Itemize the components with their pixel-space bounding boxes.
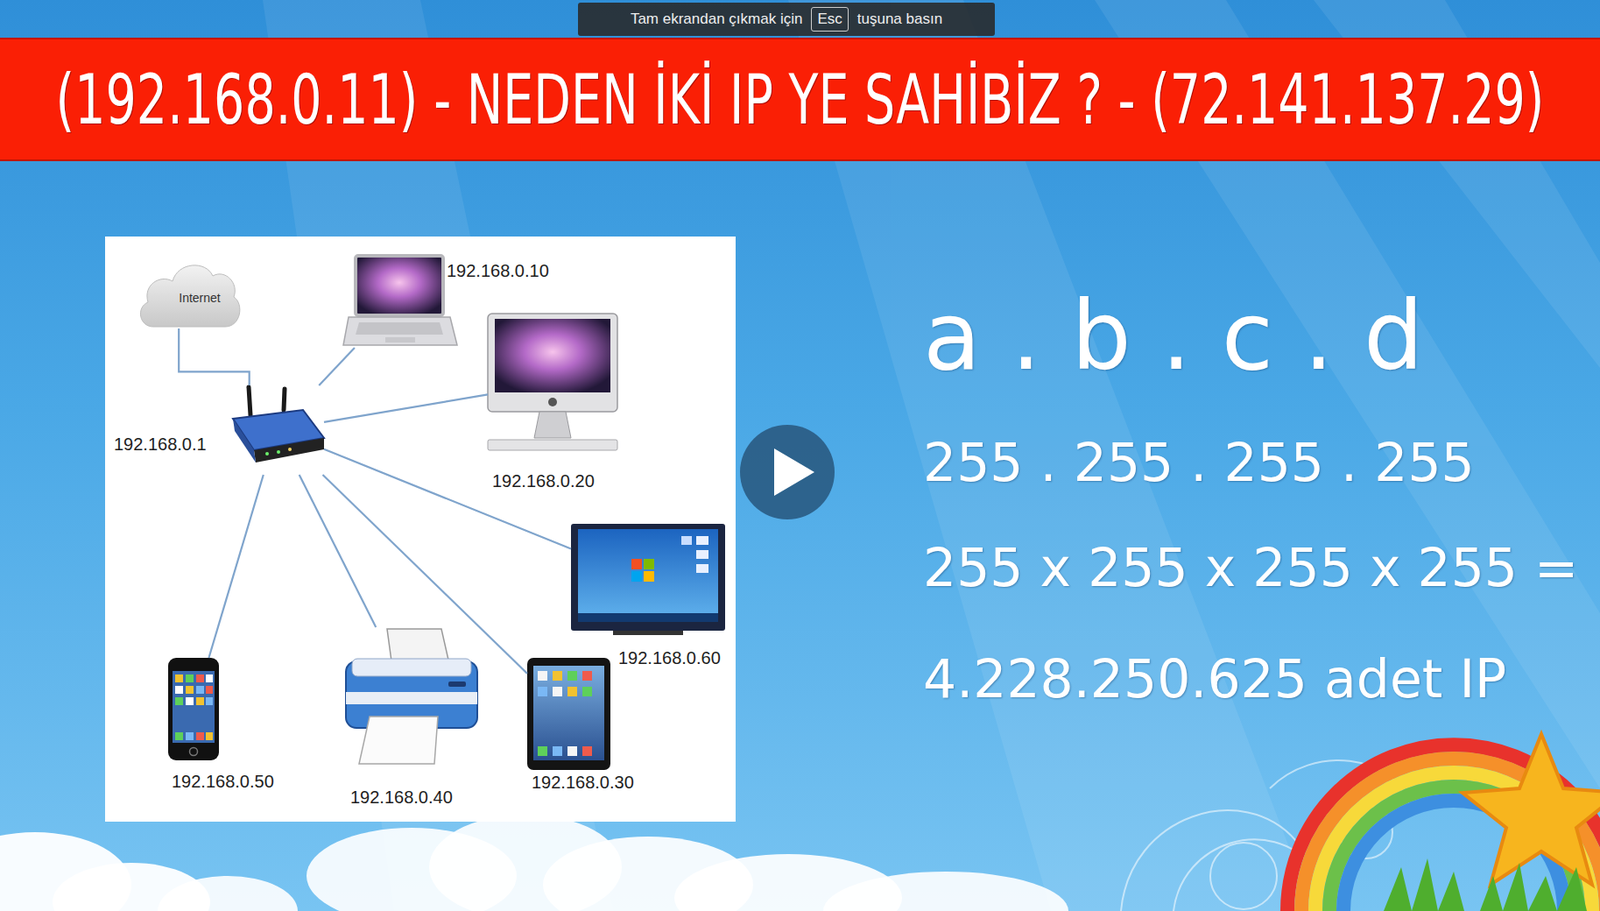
octet-max: 255 . 255 . 255 . 255 <box>923 432 1475 494</box>
white-panel <box>105 236 736 822</box>
printer-node: 192.168.0.40 <box>341 627 480 766</box>
cloud-label: Internet <box>178 290 220 305</box>
network-cable <box>299 474 377 628</box>
laptop-icon <box>343 255 458 346</box>
network-cable <box>324 449 571 550</box>
imac-node: 192.168.0.20 <box>487 313 618 454</box>
ip-address-label: 192.168.0.30 <box>531 772 635 793</box>
fullscreen-hint: Tam ekrandan çıkmak için Esc tuşuna basın <box>577 2 995 36</box>
ip-format: a . b . c . d <box>923 281 1424 391</box>
phone-node: 192.168.0.50 <box>168 657 219 761</box>
ip-address-label: 192.168.0.10 <box>446 260 550 282</box>
internet-cloud: Internet <box>135 254 241 329</box>
title-text: (192.168.0.11) - NEDEN İKİ IP YE SAHİBİZ… <box>56 64 1545 134</box>
star <box>1462 733 1600 885</box>
monitor-node: 192.168.0.60 <box>570 523 726 636</box>
iphone-icon <box>168 657 219 761</box>
ip-address-label: 192.168.0.1 <box>113 434 207 455</box>
windows-monitor-icon <box>570 523 726 635</box>
router-icon <box>232 387 325 463</box>
play-button <box>740 424 835 520</box>
laptop-node: 192.168.0.10 <box>341 253 458 348</box>
ip-address-label: 192.168.0.40 <box>350 787 453 808</box>
network-cable <box>324 394 488 422</box>
ip-count-formula: 255 x 255 x 255 x 255 = <box>923 537 1579 599</box>
network-cable <box>178 328 249 386</box>
tablet-node: 192.168.0.30 <box>527 657 611 770</box>
bottom-clouds <box>0 814 1069 911</box>
ip-address-label: 192.168.0.50 <box>171 771 275 792</box>
grass <box>1383 858 1587 911</box>
ipad-icon <box>527 657 611 770</box>
network-cable <box>322 474 528 674</box>
ip-address-label: 192.168.0.20 <box>492 471 595 492</box>
network-cable <box>208 474 263 658</box>
hint-text: tuşuna basın <box>857 10 943 29</box>
hint-text: Tam ekrandan çıkmak için <box>630 10 804 29</box>
network-cable <box>318 347 355 386</box>
router-node: 192.168.0.1 <box>229 385 325 475</box>
title-banner: (192.168.0.11) - NEDEN İKİ IP YE SAHİBİZ… <box>0 37 1600 162</box>
ip-count-result: 4.228.250.625 adet IP <box>923 648 1507 710</box>
key-cap: Esc <box>810 7 848 32</box>
ip-address-label: 192.168.0.60 <box>618 648 721 669</box>
imac-icon <box>487 313 618 451</box>
printer-icon <box>345 628 478 764</box>
